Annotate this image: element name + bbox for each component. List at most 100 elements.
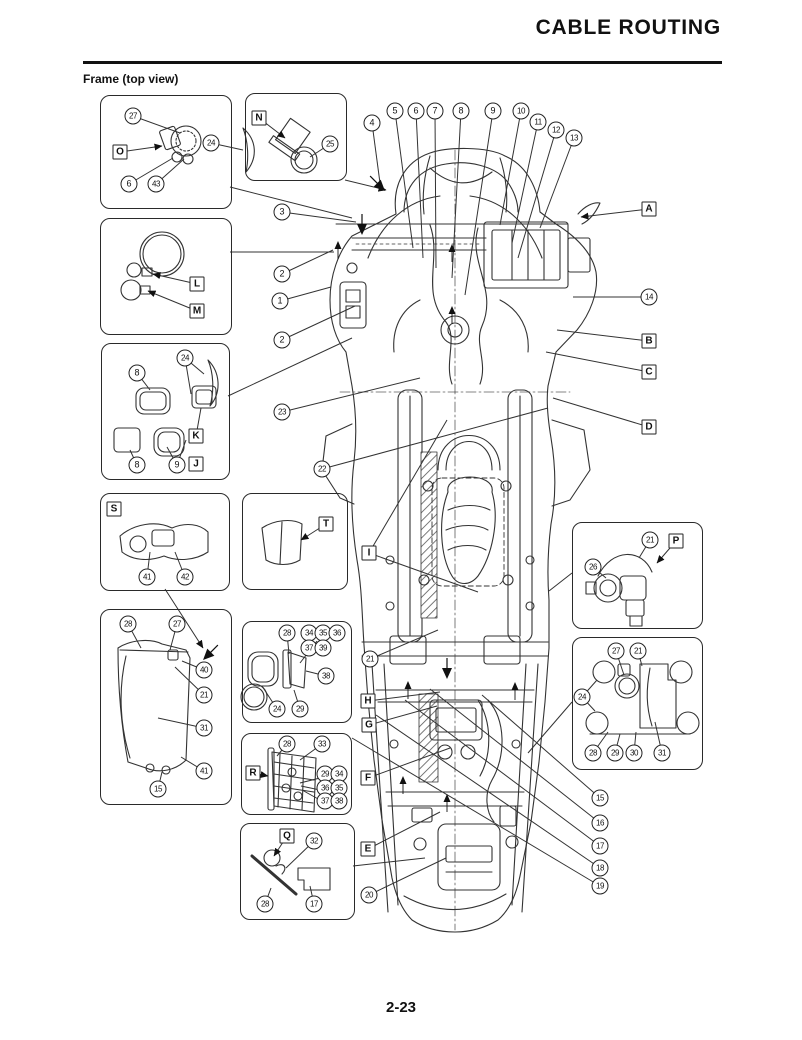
- callout-circle-8: 8: [128, 364, 146, 382]
- ref-label-H: H: [360, 693, 376, 709]
- callout-circle-1: 1: [271, 292, 289, 310]
- callout-circle-9: 9: [484, 102, 502, 120]
- ref-label-T: T: [318, 516, 334, 532]
- callout-circle-21: 21: [195, 686, 213, 704]
- header-rule: [83, 61, 722, 64]
- callout-circle-27: 27: [607, 642, 625, 660]
- callout-circle-29: 29: [606, 744, 624, 762]
- callout-circle-23: 23: [273, 403, 291, 421]
- callout-circle-15: 15: [149, 780, 167, 798]
- callout-circle-38: 38: [330, 792, 348, 810]
- ref-label-M: M: [189, 303, 205, 319]
- callout-circle-41: 41: [195, 762, 213, 780]
- inset-box-3: [100, 218, 232, 335]
- ref-label-K: K: [188, 428, 204, 444]
- ref-label-P: P: [668, 533, 684, 549]
- callout-circle-6: 6: [120, 175, 138, 193]
- direction-arrow: [369, 175, 385, 191]
- page-number: 2-23: [385, 999, 417, 1016]
- callout-circle-10: 10: [512, 102, 530, 120]
- direction-arrow: [404, 681, 412, 699]
- callout-circle-19: 19: [591, 877, 609, 895]
- inset-box-10: [240, 823, 355, 920]
- ref-label-N: N: [251, 110, 267, 126]
- callout-circle-28: 28: [278, 624, 296, 642]
- callout-circle-21: 21: [641, 531, 659, 549]
- callout-circle-28: 28: [278, 735, 296, 753]
- callout-circle-9: 9: [168, 456, 186, 474]
- ref-label-D: D: [641, 419, 657, 435]
- callout-circle-11: 11: [529, 113, 547, 131]
- callout-circle-17: 17: [591, 837, 609, 855]
- ref-label-J: J: [188, 456, 204, 472]
- ref-label-B: B: [641, 333, 657, 349]
- callout-circle-25: 25: [321, 135, 339, 153]
- ref-label-R: R: [245, 765, 261, 781]
- inset-box-5: [100, 493, 230, 591]
- direction-arrow: [334, 241, 342, 259]
- inset-box-4: [101, 343, 230, 480]
- callout-circle-28: 28: [119, 615, 137, 633]
- callout-circle-21: 21: [361, 650, 379, 668]
- callout-circle-28: 28: [584, 744, 602, 762]
- direction-arrow: [448, 244, 456, 262]
- callout-circle-2: 2: [273, 265, 291, 283]
- direction-arrow: [448, 306, 456, 324]
- ref-label-A: A: [641, 201, 657, 217]
- direction-arrow: [203, 644, 219, 660]
- direction-arrow: [442, 658, 452, 679]
- callout-circle-27: 27: [168, 615, 186, 633]
- callout-circle-43: 43: [147, 175, 165, 193]
- callout-circle-14: 14: [640, 288, 658, 306]
- ref-label-F: F: [360, 770, 376, 786]
- ref-label-C: C: [641, 364, 657, 380]
- ref-label-G: G: [361, 717, 377, 733]
- callout-circle-40: 40: [195, 661, 213, 679]
- callout-circle-8: 8: [128, 456, 146, 474]
- callout-circle-16: 16: [591, 814, 609, 832]
- callout-circle-24: 24: [268, 700, 286, 718]
- callout-circle-33: 33: [313, 735, 331, 753]
- direction-arrow: [443, 794, 451, 812]
- callout-circle-21: 21: [629, 642, 647, 660]
- callout-circle-31: 31: [195, 719, 213, 737]
- callout-circle-24: 24: [176, 349, 194, 367]
- callout-circle-27: 27: [124, 107, 142, 125]
- callout-circle-3: 3: [273, 203, 291, 221]
- inset-box-2: [245, 93, 347, 181]
- inset-box-1: [100, 95, 232, 209]
- ref-label-I: I: [361, 545, 377, 561]
- inset-box-8: [242, 621, 352, 723]
- ref-label-Q: Q: [279, 828, 295, 844]
- callout-circle-13: 13: [565, 129, 583, 147]
- callout-circle-20: 20: [360, 886, 378, 904]
- ref-label-E: E: [360, 841, 376, 857]
- callout-circle-5: 5: [386, 102, 404, 120]
- callout-circle-7: 7: [426, 102, 444, 120]
- callout-circle-39: 39: [314, 639, 332, 657]
- callout-circle-31: 31: [653, 744, 671, 762]
- callout-circle-2: 2: [273, 331, 291, 349]
- inset-box-11: [572, 522, 703, 629]
- page-title: CABLE ROUTING: [535, 16, 721, 39]
- ref-label-O: O: [112, 144, 128, 160]
- callout-circle-6: 6: [407, 102, 425, 120]
- callout-circle-32: 32: [305, 832, 323, 850]
- inset-box-6: [242, 493, 348, 590]
- callout-circle-8: 8: [452, 102, 470, 120]
- inset-box-7: [100, 609, 232, 805]
- callout-circle-38: 38: [317, 667, 335, 685]
- callout-circle-12: 12: [547, 121, 565, 139]
- callout-circle-42: 42: [176, 568, 194, 586]
- callout-circle-18: 18: [591, 859, 609, 877]
- callout-circle-29: 29: [291, 700, 309, 718]
- figure-label: Frame (top view): [83, 72, 179, 86]
- callout-circle-30: 30: [625, 744, 643, 762]
- callout-circle-41: 41: [138, 568, 156, 586]
- inset-box-12: [572, 637, 703, 770]
- ref-label-L: L: [189, 276, 205, 292]
- callout-circle-22: 22: [313, 460, 331, 478]
- callout-circle-4: 4: [363, 114, 381, 132]
